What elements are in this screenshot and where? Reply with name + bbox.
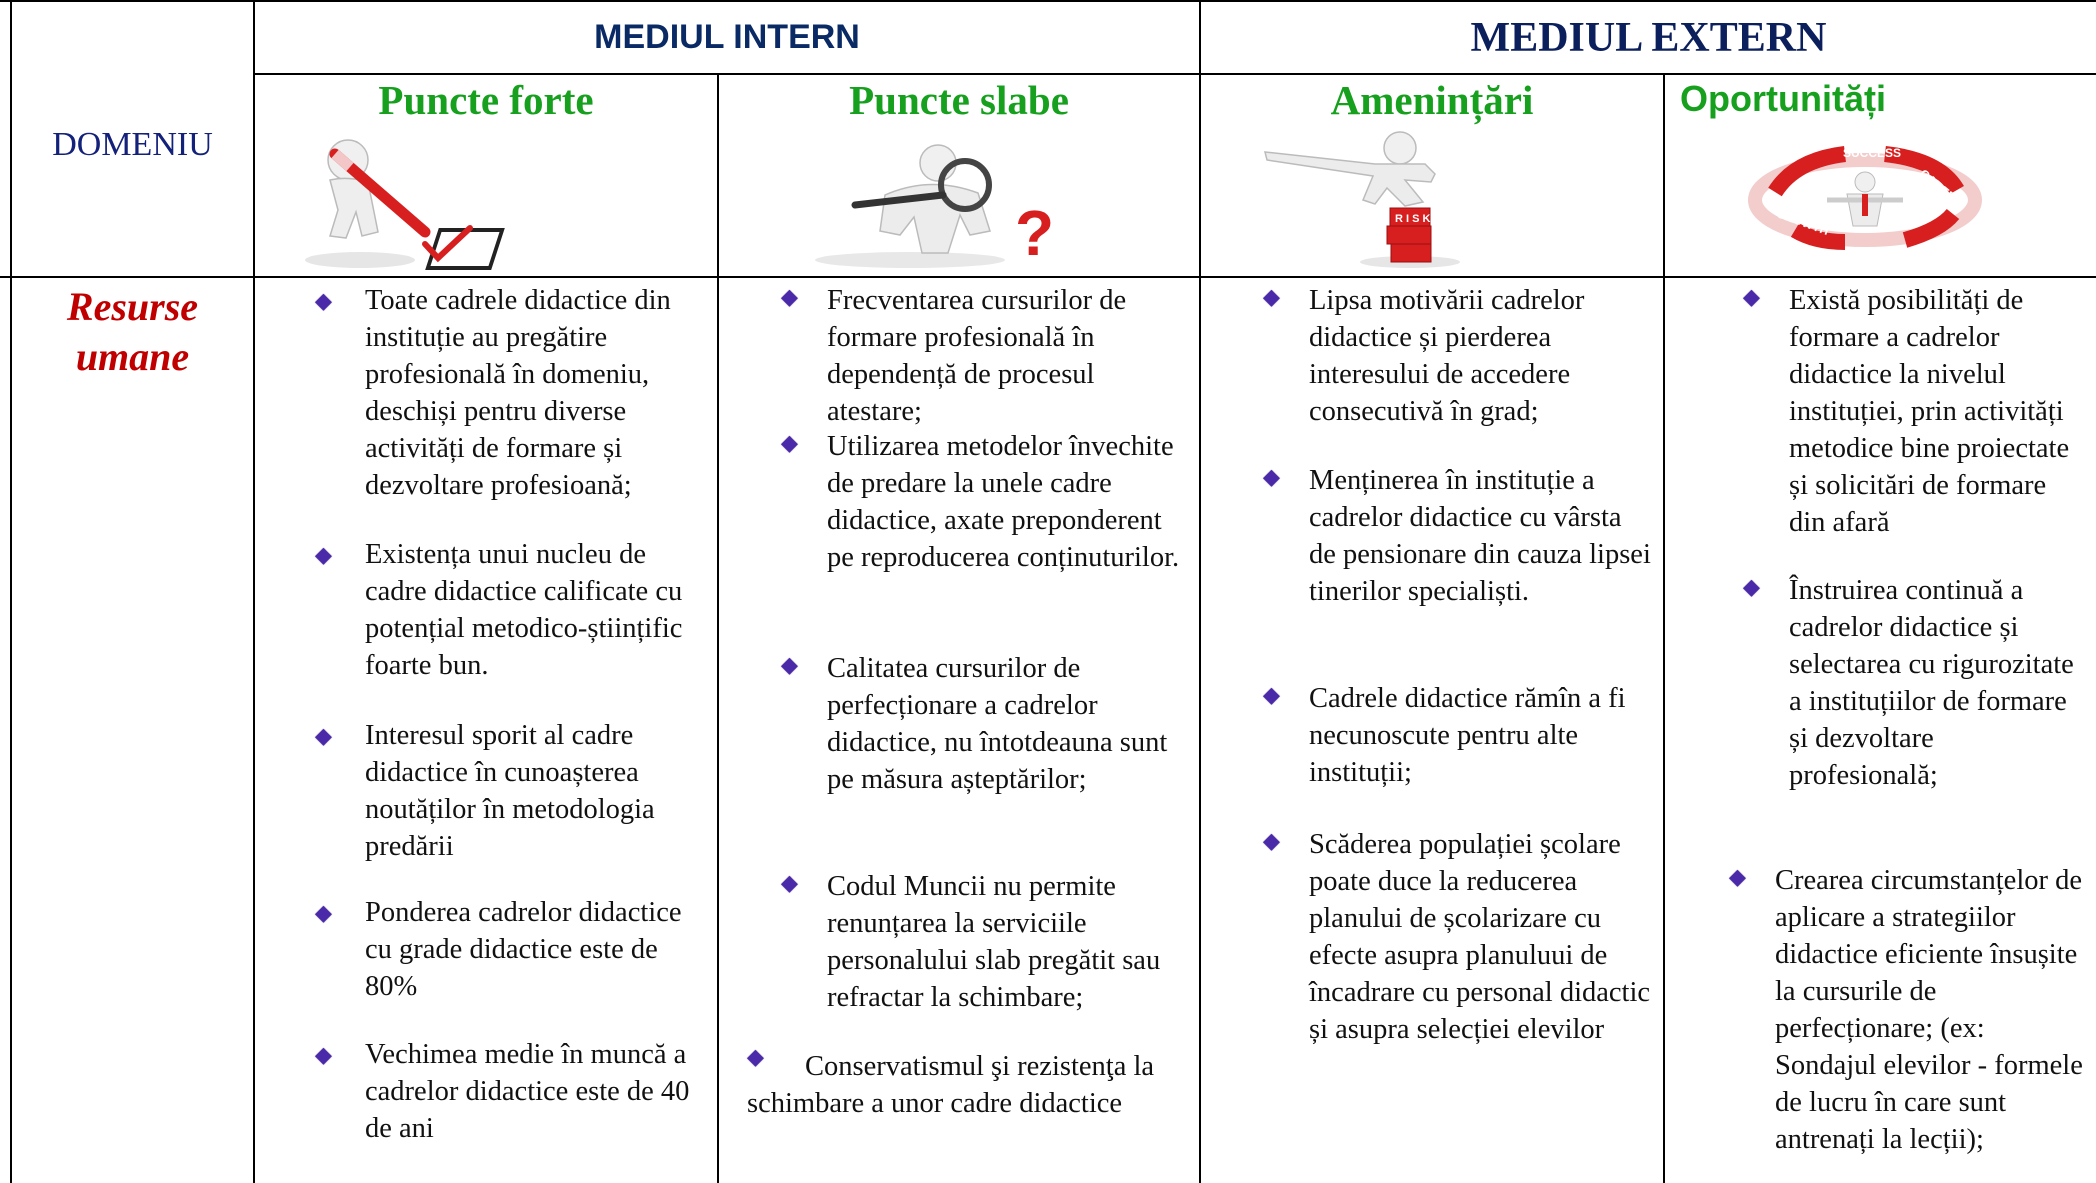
col-divider-4: [1663, 73, 1665, 1183]
puncte-forte-column: ◆Toate cadrele didactice din instituție …: [255, 282, 717, 1182]
list-item: ◆Înstruirea continuă a cadrelor didactic…: [1743, 572, 2089, 794]
amenintari-column: ◆Lipsa motivării cadrelor didactice și p…: [1201, 282, 1663, 1182]
list-item: ◆Menținerea în instituție a cadrelor did…: [1263, 462, 1654, 610]
diamond-bullet-icon: ◆: [781, 652, 798, 677]
puncte-slabe-column: ◆Frecventarea cursurilor de formare prof…: [719, 282, 1199, 1182]
domeniu-label: DOMENIU: [52, 126, 213, 163]
diamond-bullet-icon: ◆: [747, 1044, 764, 1069]
diamond-bullet-icon: ◆: [781, 284, 798, 309]
left-border: [10, 0, 12, 1183]
list-item: ◆Cadrele didactice rămîn a fi necunoscut…: [1263, 680, 1654, 791]
magnifier-question-icon: ?: [815, 144, 1054, 269]
list-item: ◆Există posibilități de formare a cadrel…: [1743, 282, 2089, 541]
diamond-bullet-icon: ◆: [1263, 464, 1280, 489]
diamond-bullet-icon: ◆: [315, 1042, 332, 1067]
risk-balance-figure-icon: R I S K: [1264, 131, 1460, 268]
oportunitati-title: Oportunități: [1680, 78, 1886, 119]
list-item: ◆Conservatismul şi rezistenţa la schimba…: [747, 1044, 1187, 1122]
list-item: ◆Lipsa motivării cadrelor didactice și p…: [1263, 282, 1654, 430]
list-item: ◆Existența unui nucleu de cadre didactic…: [315, 536, 705, 684]
domain-name-line1: Resurse: [66, 284, 199, 329]
content-divider: [0, 276, 2096, 278]
col-divider-1: [253, 0, 255, 1183]
svg-text:?: ?: [1015, 197, 1054, 269]
domain-name-line2: umane: [75, 334, 190, 379]
diamond-bullet-icon: ◆: [781, 870, 798, 895]
oportunitati-column: ◆Există posibilități de formare a cadrel…: [1665, 282, 2096, 1182]
col-divider-3: [1199, 0, 1201, 1183]
list-item: ◆Calitatea cursurilor de perfecționare a…: [781, 650, 1187, 798]
list-item: ◆Crearea circumstanțelor de aplicare a s…: [1729, 862, 2091, 1158]
top-border: [0, 0, 2096, 2]
col-divider-2: [717, 73, 719, 1183]
list-item: ◆Scăderea populației școlare poate duce …: [1263, 826, 1654, 1048]
list-item: ◆Codul Muncii nu permite renunțarea la s…: [781, 868, 1187, 1016]
diamond-bullet-icon: ◆: [1263, 682, 1280, 707]
diamond-bullet-icon: ◆: [1263, 284, 1280, 309]
diamond-bullet-icon: ◆: [315, 723, 332, 748]
mediul-extern-heading: MEDIUL EXTERN: [1470, 15, 1827, 61]
diamond-bullet-icon: ◆: [781, 430, 798, 455]
success-career-growth-icon: SUCCESS CAREER GROWTH: [1748, 146, 1982, 250]
list-item: ◆Ponderea cadrelor didactice cu grade di…: [315, 894, 705, 1005]
mediul-intern-heading: MEDIUL INTERN: [594, 18, 860, 56]
diamond-bullet-icon: ◆: [315, 288, 332, 313]
amenintari-title: Amenințări: [1330, 77, 1534, 123]
header-divider: [254, 73, 2096, 75]
diamond-bullet-icon: ◆: [1263, 828, 1280, 853]
diamond-bullet-icon: ◆: [1743, 284, 1760, 309]
list-item: ◆Vechimea medie în muncă a cadrelor dida…: [315, 1036, 705, 1147]
diamond-bullet-icon: ◆: [315, 542, 332, 567]
list-item: ◆Utilizarea metodelor învechite de preda…: [781, 428, 1187, 576]
diamond-bullet-icon: ◆: [315, 900, 332, 925]
success-label: SUCCESS: [1843, 146, 1901, 160]
pencil-checkmark-icon: [305, 139, 505, 270]
puncte-slabe-title: Puncte slabe: [849, 77, 1069, 123]
puncte-forte-title: Puncte forte: [378, 77, 594, 123]
list-item: ◆Toate cadrele didactice din instituție …: [315, 282, 705, 504]
list-item: ◆Frecventarea cursurilor de formare prof…: [781, 282, 1187, 430]
diamond-bullet-icon: ◆: [1729, 864, 1746, 889]
risk-dice-label: R I S K: [1395, 213, 1431, 225]
list-item: ◆Interesul sporit al cadre didactice în …: [315, 717, 705, 865]
diamond-bullet-icon: ◆: [1743, 574, 1760, 599]
domain-name: Resurse umane: [12, 282, 253, 392]
